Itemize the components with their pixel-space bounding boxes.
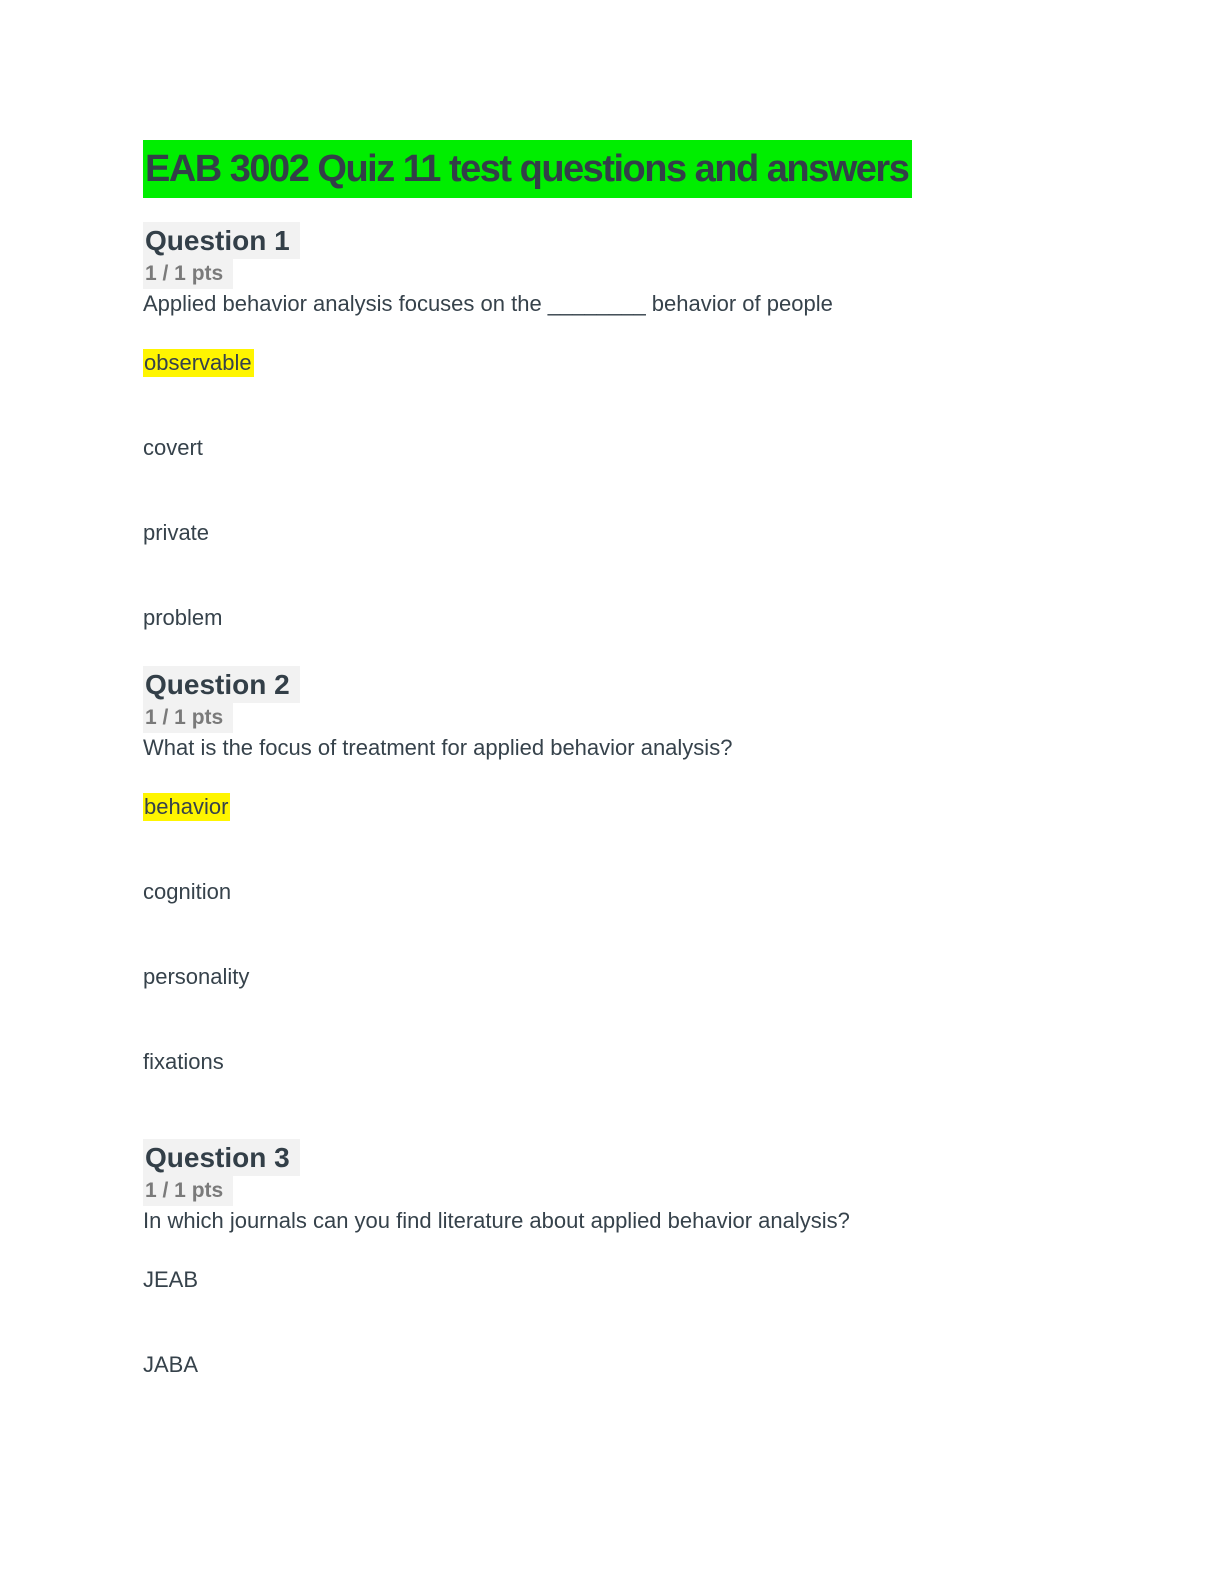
highlighted-answer: behavior	[143, 793, 231, 821]
question-3-heading: Question 3	[143, 1139, 300, 1176]
question-1-points-row: 1 / 1 pts	[143, 259, 1083, 289]
answer-option: behavior	[143, 793, 1083, 821]
question-3-options: JEAB JABA	[143, 1266, 1083, 1378]
question-3-points-row: 1 / 1 pts	[143, 1176, 1083, 1206]
question-1-heading: Question 1	[143, 222, 300, 259]
answer-option: fixations	[143, 1049, 224, 1074]
page-title: EAB 3002 Quiz 11 test questions and answ…	[143, 140, 913, 198]
answer-option: JABA	[143, 1352, 199, 1377]
question-2-points: 1 / 1 pts	[143, 703, 234, 733]
question-3-points: 1 / 1 pts	[143, 1176, 234, 1206]
question-section-1: Question 1 1 / 1 pts Applied behavior an…	[143, 222, 1083, 631]
question-section-2: Question 2 1 / 1 pts What is the focus o…	[143, 666, 1083, 1075]
document-content: EAB 3002 Quiz 11 test questions and answ…	[143, 140, 1083, 1378]
answer-option: private	[143, 520, 210, 545]
question-2-options: behavior cognition personality fixations	[143, 793, 1083, 1075]
question-2-points-row: 1 / 1 pts	[143, 703, 1083, 733]
answer-option: problem	[143, 605, 223, 630]
answer-option: cognition	[143, 879, 232, 904]
answer-option: covert	[143, 435, 203, 460]
answer-option: observable	[143, 349, 1083, 377]
question-1-points: 1 / 1 pts	[143, 259, 234, 289]
question-2-heading: Question 2	[143, 666, 300, 703]
question-1-text: Applied behavior analysis focuses on the…	[143, 291, 833, 316]
answer-option: personality	[143, 964, 250, 989]
question-1-options: observable covert private problem	[143, 349, 1083, 631]
question-2-text: What is the focus of treatment for appli…	[143, 735, 733, 760]
question-section-3: Question 3 1 / 1 pts In which journals c…	[143, 1139, 1083, 1378]
highlighted-answer: observable	[143, 349, 254, 377]
answer-option: JEAB	[143, 1267, 199, 1292]
question-3-text: In which journals can you find literatur…	[143, 1208, 850, 1233]
